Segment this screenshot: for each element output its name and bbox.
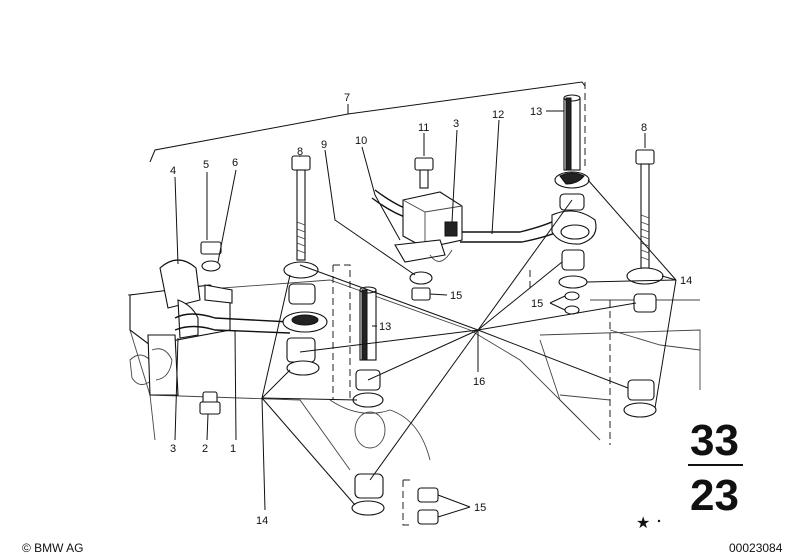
callout-14-right: 14 — [680, 275, 692, 287]
spacer-tube-middle — [352, 286, 384, 408]
bolt-2 — [199, 391, 221, 415]
chassis-background — [127, 279, 701, 471]
left-mount-bracket — [129, 259, 233, 396]
callout-14-left: 14 — [256, 515, 268, 527]
bolt-8-left — [291, 155, 311, 261]
bottom-nuts-15 — [417, 487, 439, 525]
callout-16: 16 — [473, 376, 485, 388]
nut-5 — [200, 241, 222, 272]
stabilizer-bar-left — [174, 313, 291, 334]
callout-8-left: 8 — [297, 146, 303, 158]
stabilizer-bar-right — [371, 189, 597, 245]
callout-10: 10 — [355, 135, 367, 147]
spacer-tube-upper — [563, 94, 581, 171]
group-sub-number: 23 — [690, 471, 739, 520]
bottom-bushing — [351, 473, 385, 516]
callout-6: 6 — [232, 157, 238, 169]
callout-12: 12 — [492, 109, 504, 121]
left-bushing-stack — [282, 261, 328, 376]
callout-labels: 1 2 3 3 4 5 6 7 8 8 9 10 11 12 13 13 14 … — [170, 92, 692, 527]
leader-lines — [174, 110, 677, 518]
dashed-reference-lines — [332, 82, 611, 526]
callout-11: 11 — [418, 122, 429, 134]
callout-2: 2 — [202, 443, 208, 455]
copyright-text: © BMW AG — [22, 541, 84, 555]
group-main-number: 33 — [690, 416, 739, 465]
diagram-id: 00023084 — [729, 541, 783, 555]
callout-4: 4 — [170, 165, 176, 177]
callout-3-lower: 3 — [170, 443, 176, 455]
group-bracket-7 — [149, 81, 586, 163]
callout-13-upper: 13 — [530, 106, 542, 118]
footer: © BMW AG 00023084 ★ — [22, 513, 783, 555]
bolt-11 — [414, 157, 434, 189]
callout-15-middle: 15 — [450, 290, 462, 302]
callout-5: 5 — [203, 159, 209, 171]
callout-7: 7 — [344, 92, 350, 104]
group-number-block: 33 23 — [688, 416, 743, 520]
center-bracket-block — [394, 191, 463, 263]
callout-15-bottom: 15 — [474, 502, 486, 514]
callout-15-right: 15 — [531, 298, 543, 310]
right-upper-bushing-stack — [554, 171, 590, 315]
callout-9: 9 — [321, 139, 327, 151]
nut-washer-15-upper — [409, 271, 433, 301]
star-icon: ★ — [636, 513, 650, 532]
star-dot — [657, 519, 661, 523]
bolt-8-right — [635, 149, 655, 269]
callout-3-upper: 3 — [453, 118, 459, 130]
callout-8-right: 8 — [641, 122, 647, 134]
callout-13-middle: 13 — [379, 321, 391, 333]
callout-1: 1 — [230, 443, 236, 455]
